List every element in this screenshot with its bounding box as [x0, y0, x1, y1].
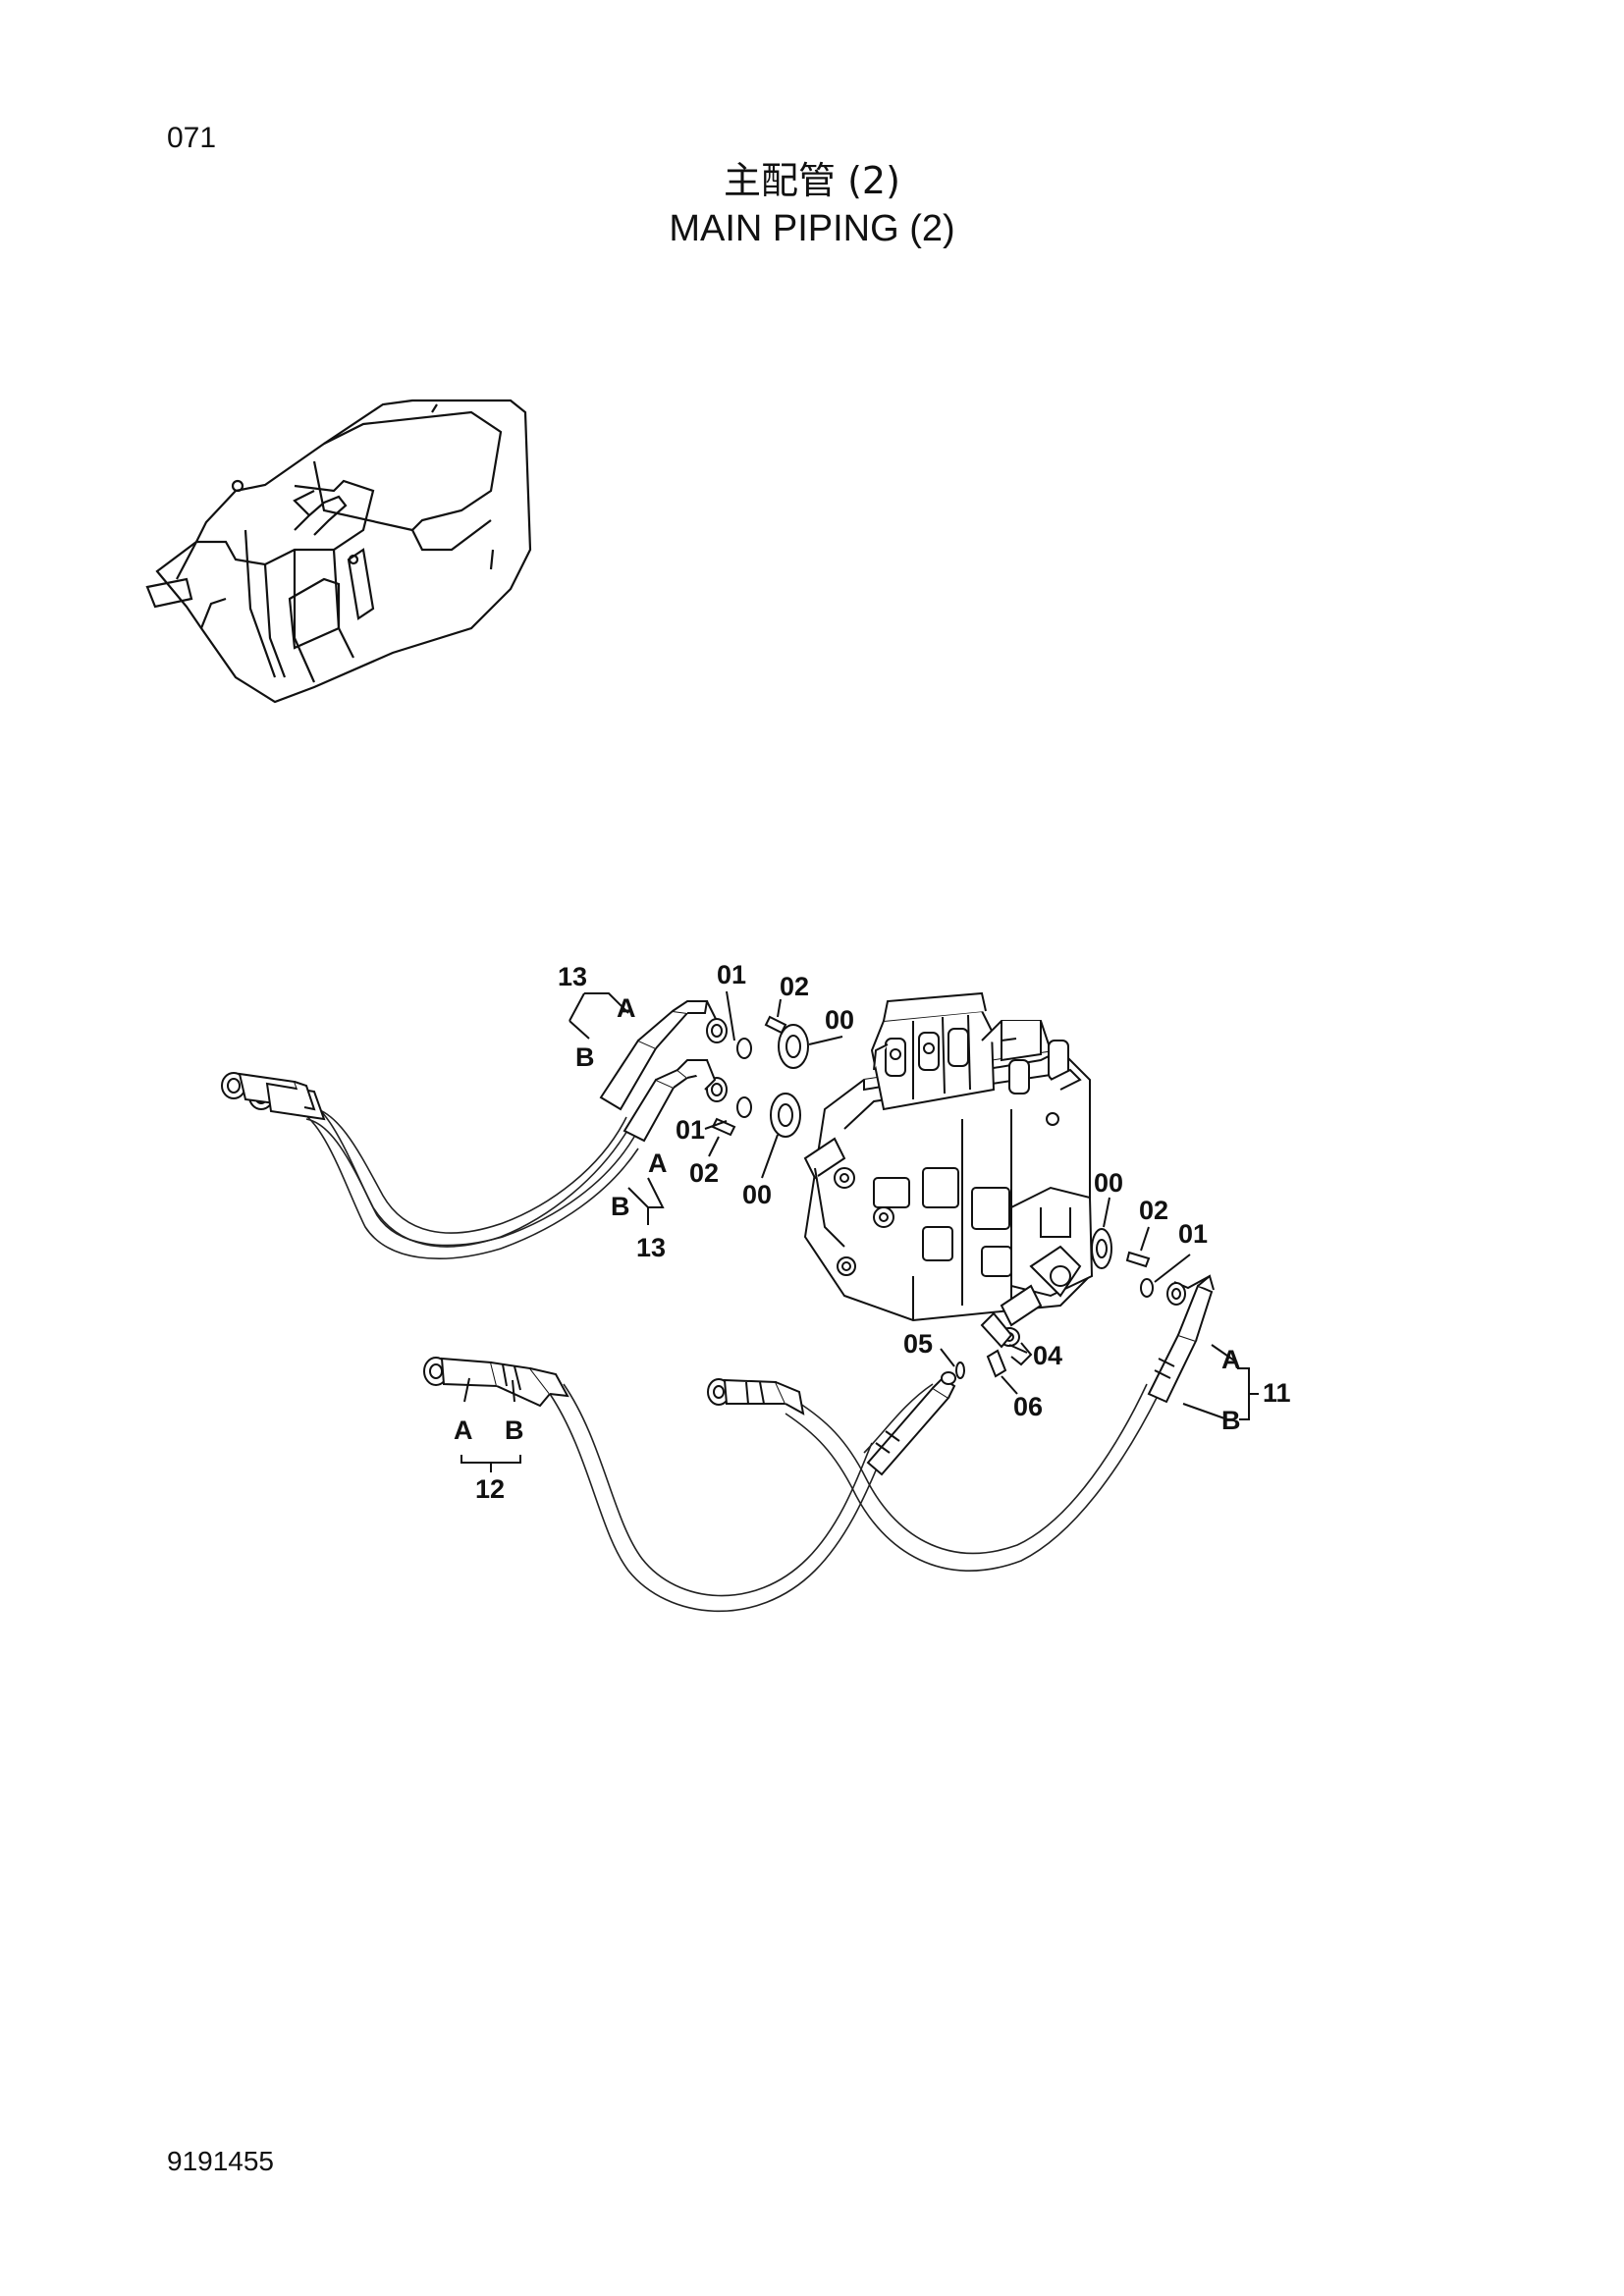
hose-13-pair — [221, 1000, 728, 1259]
callout-13-upper-b: B — [575, 1042, 595, 1072]
callout-01-right: 01 — [1178, 1219, 1208, 1249]
callout-00-mid: 00 — [742, 1180, 772, 1209]
callout-13-lower-b: B — [611, 1192, 630, 1221]
callout-02-mid: 02 — [689, 1158, 719, 1188]
callout-labels: 13 A B 01 02 00 01 02 00 A B 13 00 02 01… — [454, 960, 1291, 1504]
callout-01-upper: 01 — [717, 960, 746, 989]
callout-13-lower: 13 — [636, 1233, 666, 1262]
callout-00-upper: 00 — [825, 1005, 854, 1035]
callout-02-right: 02 — [1139, 1196, 1168, 1225]
callout-13-lower-a: A — [648, 1148, 668, 1178]
callout-06: 06 — [1013, 1392, 1043, 1421]
title-chinese: 主配管 (2) — [724, 159, 900, 202]
callout-12-b: B — [505, 1415, 524, 1445]
control-valve-assembly — [803, 991, 1094, 1366]
hose-12 — [423, 1357, 885, 1613]
callout-13-upper: 13 — [558, 962, 587, 991]
leader-lines — [460, 990, 1259, 1472]
callout-11-b: B — [1221, 1406, 1241, 1435]
callout-00-right: 00 — [1094, 1168, 1123, 1198]
callout-11: 11 — [1263, 1378, 1291, 1408]
hose-11 — [707, 1274, 1215, 1572]
callout-05: 05 — [903, 1329, 933, 1359]
callout-01-mid: 01 — [676, 1115, 705, 1145]
callout-11-a: A — [1221, 1345, 1241, 1374]
callout-12-a: A — [454, 1415, 473, 1445]
drawing-number: 9191455 — [167, 2146, 275, 2176]
callout-02-upper: 02 — [780, 972, 809, 1001]
callout-04: 04 — [1033, 1341, 1062, 1370]
page-number: 071 — [167, 122, 217, 154]
callout-12: 12 — [475, 1474, 505, 1504]
excavator-locator-illustration — [145, 399, 532, 704]
title-english: MAIN PIPING (2) — [669, 208, 955, 249]
callout-13-upper-a: A — [617, 993, 636, 1023]
page-title: 主配管 (2) MAIN PIPING (2) — [0, 157, 1624, 253]
